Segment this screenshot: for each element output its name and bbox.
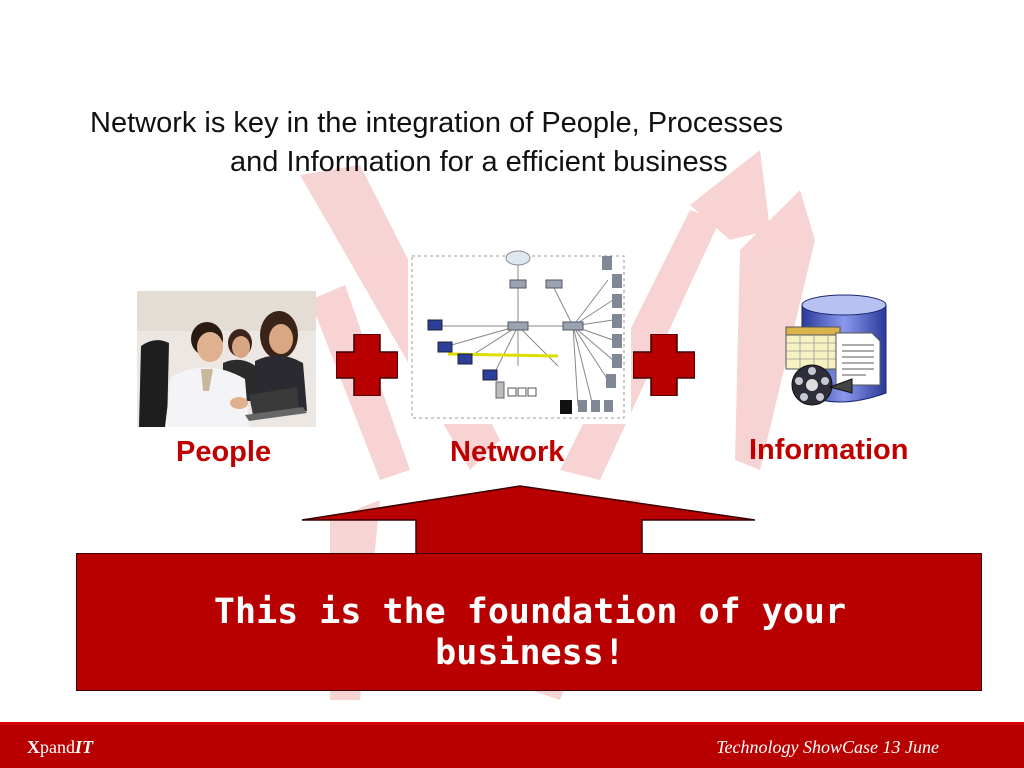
headline: Network is key in the integration of Peo…: [90, 104, 930, 182]
pillar-label-network: Network: [450, 436, 565, 468]
brand-logo-text: XpandIT: [27, 737, 93, 758]
foundation-text: This is the foundation of your business!: [77, 592, 983, 674]
pillar-label-information: Information: [749, 434, 909, 466]
brand-part-it: IT: [75, 737, 93, 757]
foundation-line-2: business!: [435, 633, 625, 673]
foundation-box: This is the foundation of your business!: [76, 553, 982, 691]
brand-part-pand: pand: [40, 737, 75, 757]
event-caption: Technology ShowCase 13 June: [716, 737, 939, 757]
plus-icon: [336, 334, 398, 396]
pillar-label-people: People: [176, 436, 272, 468]
headline-line-2: and Information for a efficient business: [230, 146, 728, 178]
brand-part-x: X: [27, 737, 40, 757]
network-topology-diagram: [408, 246, 631, 424]
headline-line-1: Network is key in the integration of Peo…: [90, 107, 784, 139]
foundation-line-1: This is the foundation of your: [213, 592, 847, 632]
business-people-photo: [137, 291, 316, 427]
footer-bar: XpandIT Technology ShowCase 13 June: [0, 722, 1024, 768]
plus-icon: [633, 334, 695, 396]
database-documents-icon: [780, 293, 892, 411]
